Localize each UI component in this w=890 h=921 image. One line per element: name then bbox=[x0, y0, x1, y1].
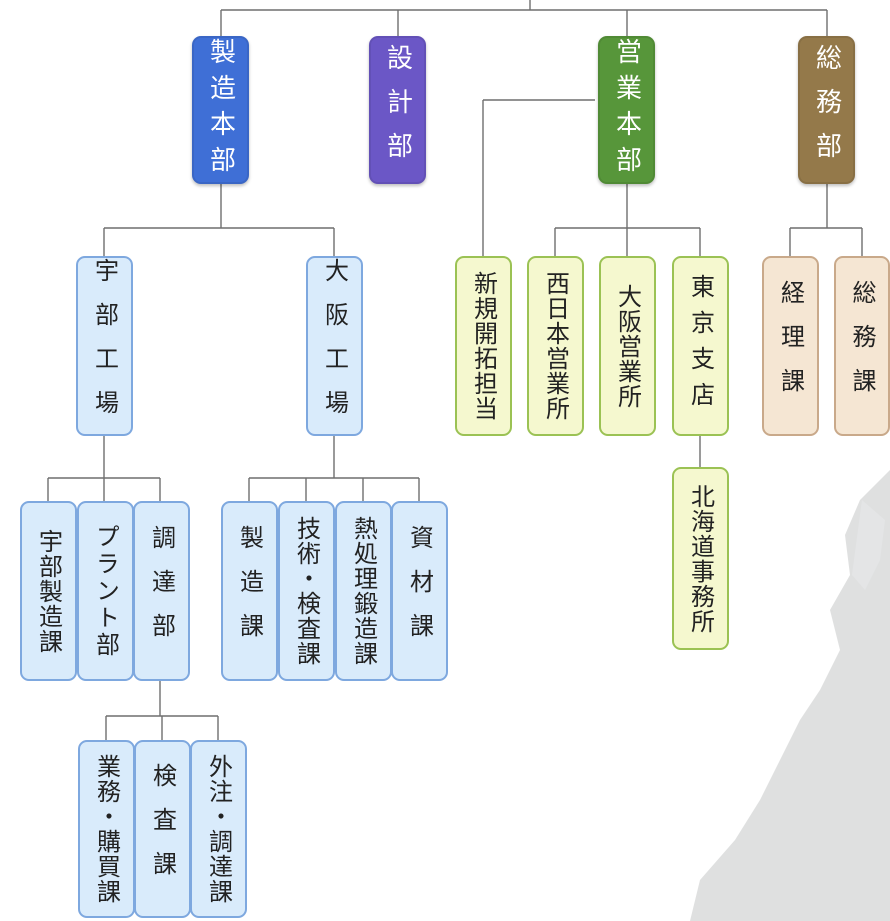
procurement-department: 調達部 bbox=[133, 501, 190, 681]
west-japan-sales-office-label: 西日本営業所 bbox=[541, 271, 570, 421]
tokyo-branch-label: 東京支店 bbox=[686, 274, 715, 418]
technology-inspection-section-label: 技術・検査課 bbox=[292, 516, 321, 666]
inspection-section-label: 検査課 bbox=[148, 763, 177, 895]
osaka-manufacturing-section: 製造課 bbox=[221, 501, 278, 681]
osaka-sales-office: 大阪営業所 bbox=[599, 256, 656, 436]
outsourcing-procurement-section: 外注・調達課 bbox=[190, 740, 247, 918]
division-manufacturing: 製造本部 bbox=[192, 36, 249, 184]
hokkaido-office: 北海道事務所 bbox=[672, 467, 729, 650]
outsourcing-procurement-section-label: 外注・調達課 bbox=[204, 754, 233, 904]
west-japan-sales-office: 西日本営業所 bbox=[527, 256, 584, 436]
materials-section: 資材課 bbox=[391, 501, 448, 681]
general-affairs-section: 総務課 bbox=[834, 256, 890, 436]
accounting-section-label: 経理課 bbox=[776, 280, 805, 412]
osaka-factory: 大阪工場 bbox=[306, 256, 363, 436]
procurement-department-label: 調達部 bbox=[147, 525, 176, 657]
operations-purchasing-section: 業務・購買課 bbox=[78, 740, 135, 918]
osaka-sales-office-label: 大阪営業所 bbox=[613, 283, 642, 409]
ube-factory-label: 宇部工場 bbox=[90, 258, 119, 434]
osaka-manufacturing-section-label: 製造課 bbox=[235, 525, 264, 657]
new-business-development: 新規開拓担当 bbox=[455, 256, 512, 436]
general-affairs-section-label: 総務課 bbox=[848, 280, 876, 412]
ube-factory: 宇部工場 bbox=[76, 256, 133, 436]
technology-inspection-section: 技術・検査課 bbox=[278, 501, 335, 681]
division-design-label: 設計部 bbox=[382, 44, 413, 176]
plant-department: プラント部 bbox=[77, 501, 134, 681]
ube-manufacturing-section-label: 宇部製造課 bbox=[34, 528, 63, 654]
plant-department-label: プラント部 bbox=[91, 523, 120, 659]
division-sales-label: 営業本部 bbox=[611, 38, 642, 182]
division-general-affairs: 総務部 bbox=[798, 36, 855, 184]
tokyo-branch: 東京支店 bbox=[672, 256, 729, 436]
materials-section-label: 資材課 bbox=[405, 525, 434, 657]
ube-manufacturing-section: 宇部製造課 bbox=[20, 501, 77, 681]
division-manufacturing-label: 製造本部 bbox=[205, 38, 236, 182]
division-general-affairs-label: 総務部 bbox=[811, 44, 842, 176]
accounting-section: 経理課 bbox=[762, 256, 819, 436]
hokkaido-office-label: 北海道事務所 bbox=[686, 483, 715, 634]
new-business-development-label: 新規開拓担当 bbox=[469, 271, 498, 421]
inspection-section: 検査課 bbox=[134, 740, 191, 918]
heat-treatment-forging-section: 熱処理鍛造課 bbox=[335, 501, 392, 681]
osaka-factory-label: 大阪工場 bbox=[320, 258, 349, 434]
division-sales: 営業本部 bbox=[598, 36, 655, 184]
operations-purchasing-section-label: 業務・購買課 bbox=[92, 754, 121, 904]
division-design: 設計部 bbox=[369, 36, 426, 184]
heat-treatment-forging-section-label: 熱処理鍛造課 bbox=[349, 516, 378, 666]
